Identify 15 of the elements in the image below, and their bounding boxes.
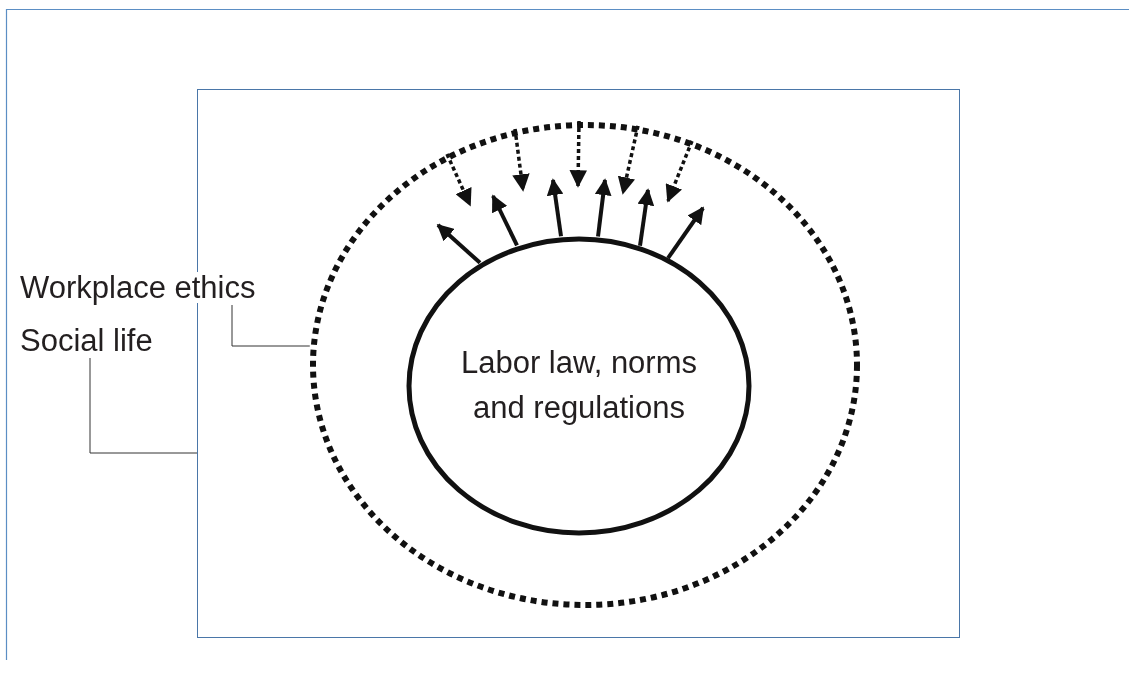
leader-line xyxy=(231,304,311,347)
arrow xyxy=(637,188,655,247)
dotted-arrow xyxy=(665,140,694,203)
node-label: Workplace ethics xyxy=(20,272,256,303)
arrow xyxy=(594,178,612,237)
arrow xyxy=(546,178,564,237)
arrow xyxy=(491,194,519,247)
leader-line xyxy=(89,357,198,454)
dotted-arrow xyxy=(445,153,472,207)
dotted-arrow xyxy=(512,128,530,192)
arrow xyxy=(436,223,482,265)
dotted-arrow xyxy=(617,125,640,195)
arrow xyxy=(666,206,705,260)
oval-label: Labor law, norms and regulations xyxy=(459,344,698,427)
dotted-arrow xyxy=(569,121,587,188)
